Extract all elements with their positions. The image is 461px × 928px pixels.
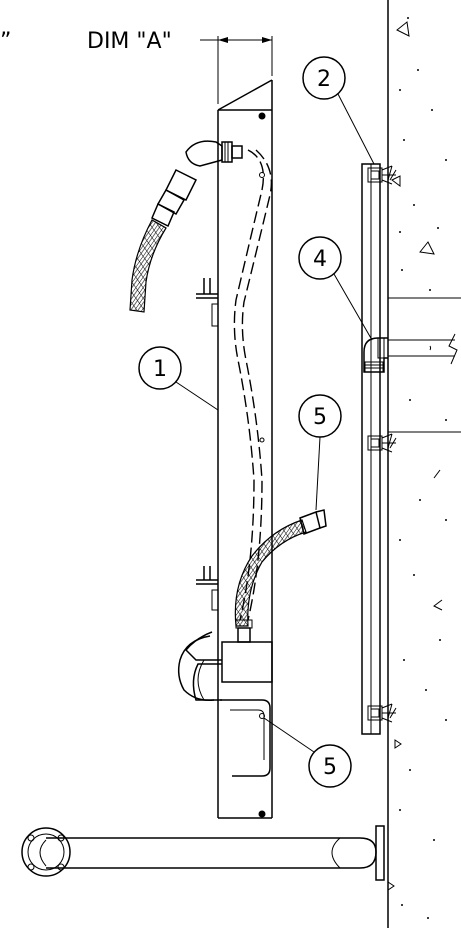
hose-coupling [151, 168, 198, 228]
shelf-bracket-lower [196, 566, 219, 611]
internal-hose-dashed [233, 149, 273, 621]
callout-4-number: 4 [313, 247, 327, 272]
wall-section [387, 0, 447, 928]
shelf-bracket-upper [196, 278, 219, 327]
concrete-hatch [387, 17, 447, 919]
callout-2-number: 2 [317, 67, 331, 92]
anchor-bolt-middle [367, 433, 397, 453]
supply-hose-braided [234, 519, 307, 627]
callout-4: 4 [298, 236, 373, 341]
wall-pipe [388, 297, 461, 433]
dimension-a: DIM "A" ” [0, 29, 273, 104]
dimension-a-label: DIM "A" [87, 29, 172, 54]
callout-2: 2 [302, 56, 375, 165]
mounting-bracket [361, 163, 397, 735]
callout-1: 1 [138, 346, 219, 411]
shower-hose-braided [129, 219, 167, 313]
valve-handle [177, 635, 215, 702]
anchor-bolt-bottom [367, 703, 397, 723]
shower-panel [217, 79, 273, 819]
grab-bar [21, 825, 385, 881]
callout-5-hose: 5 [298, 394, 342, 511]
shower-head [185, 140, 243, 167]
dimension-prefix: ” [0, 29, 11, 54]
drain-cover [220, 699, 271, 777]
callout-5-panel-number: 5 [323, 755, 337, 780]
callout-5-hose-number: 5 [313, 405, 327, 430]
mixing-valve [184, 619, 273, 701]
supply-elbow [363, 337, 388, 373]
hose-end-fitting [299, 509, 327, 535]
callout-5-panel: 5 [263, 717, 352, 788]
anchor-bolt-top [367, 165, 397, 185]
callout-1-number: 1 [153, 357, 167, 382]
